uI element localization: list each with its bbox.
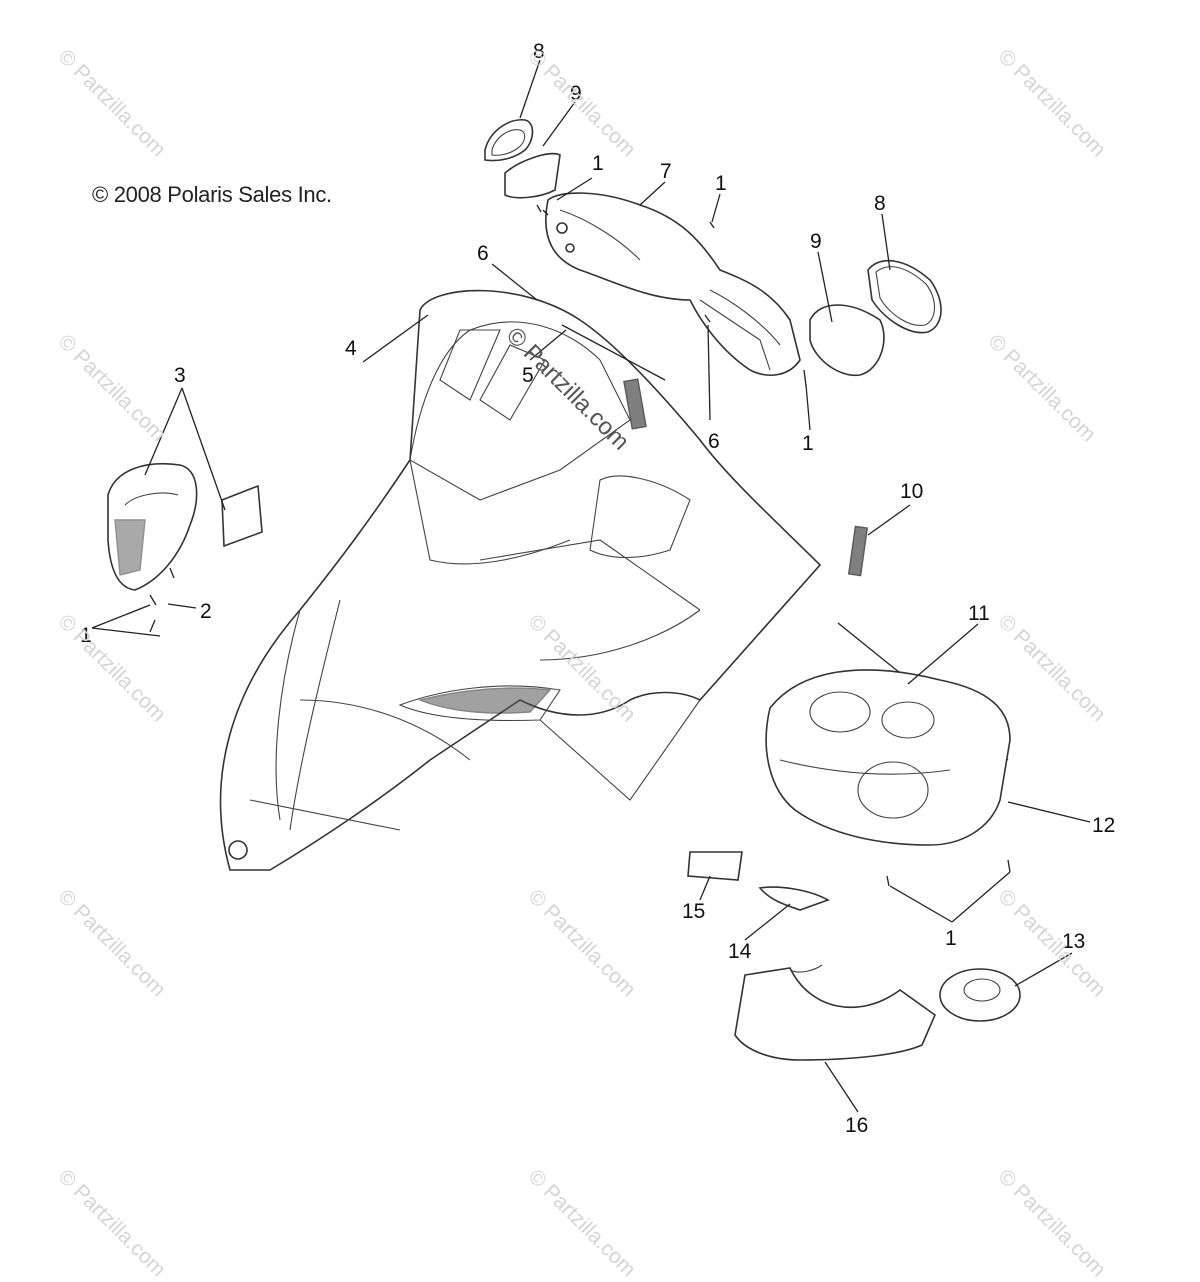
hood-part-4 [219, 289, 822, 871]
callout-11: 11 [968, 602, 990, 625]
callout-7: 7 [660, 160, 672, 183]
panel-part-12 [765, 669, 1011, 846]
callout-1: 1 [715, 172, 727, 195]
callout-1: 1 [945, 927, 957, 950]
ring-part-13 [939, 968, 1021, 1022]
dash-part-7 [545, 192, 801, 376]
callout-8: 8 [533, 40, 545, 63]
callout-1: 1 [592, 152, 604, 175]
strip-part-5 [561, 324, 666, 430]
lens-part-9-right [809, 304, 885, 377]
callout-14: 14 [728, 940, 752, 963]
callout-15: 15 [682, 900, 705, 923]
callout-16: 16 [845, 1114, 868, 1137]
callout-10: 10 [900, 480, 923, 503]
bezel-part-8-left [484, 119, 534, 162]
clip-part-10 [847, 525, 869, 577]
callout-1: 1 [802, 432, 814, 455]
fasteners [149, 204, 1011, 887]
callout-4: 4 [345, 337, 357, 360]
callout-9: 9 [810, 230, 822, 253]
callout-5: 5 [522, 364, 534, 387]
leader-lines [91, 59, 1091, 1113]
callout-8: 8 [874, 192, 886, 215]
callout-6: 6 [708, 430, 720, 453]
decal-part-14 [758, 886, 830, 911]
callout-6: 6 [477, 242, 489, 265]
callout-12: 12 [1092, 814, 1115, 837]
parts-diagram: 1 1 1 1 1 2 3 4 5 6 6 7 8 8 9 9 10 11 12… [80, 40, 1115, 1137]
bezel-part-8-right [867, 259, 942, 334]
lens-part-9-left [504, 153, 561, 199]
callout-13: 13 [1062, 930, 1085, 953]
callout-3: 3 [174, 364, 186, 387]
callout-1: 1 [80, 624, 92, 647]
copyright-notice: © 2008 Polaris Sales Inc. [92, 182, 332, 207]
callout-9: 9 [570, 82, 582, 105]
callout-2: 2 [200, 600, 212, 623]
callout-labels: 1 1 1 1 1 2 3 4 5 6 6 7 8 8 9 9 10 11 12… [80, 40, 1115, 1137]
foam-part-16 [734, 964, 936, 1061]
decal-part-15 [687, 851, 743, 881]
side-part-3 [107, 463, 263, 591]
